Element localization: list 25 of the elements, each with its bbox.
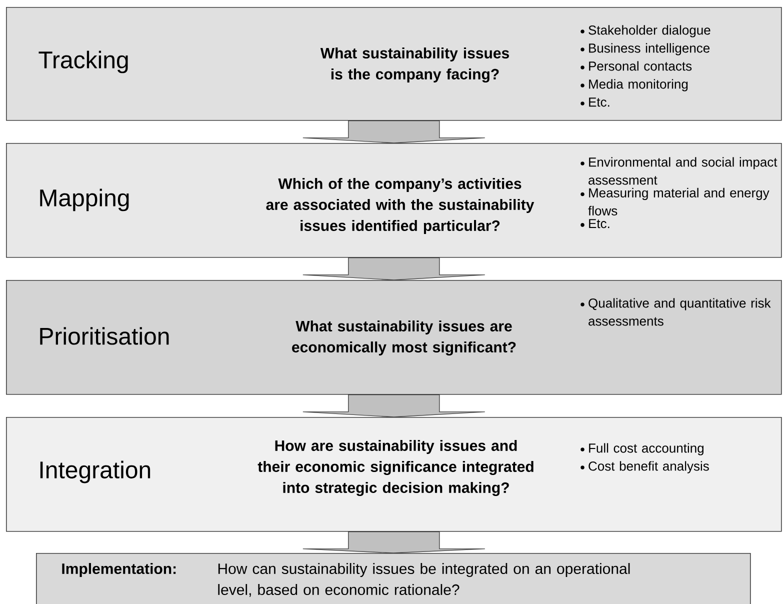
block-arrow — [302, 257, 486, 280]
implementation-label: Implementation: — [62, 563, 176, 577]
implementation-text: How can sustainability issues be integrated on an operational level, based on economic rationale? — [218, 563, 630, 597]
bullet-item: Etc. — [580, 219, 610, 228]
bullet-item: Media monitoring — [580, 79, 688, 92]
bullet-item: Business intelligence — [580, 43, 710, 56]
question-text: What sustainability issues are economically most significant? — [292, 320, 516, 356]
bullet-item: Etc. — [580, 98, 610, 107]
bullet-item: Cost benefit analysis — [580, 461, 709, 474]
bullet-item: Full cost accounting — [580, 443, 704, 456]
bullet-item: Personal contacts — [580, 61, 692, 71]
question-text: Which of the company’s activities are associated with the sustainability issues identified particular? — [266, 178, 534, 234]
stage-title: Tracking — [38, 50, 128, 74]
question-text: How are sustainability issues and their economic significance integrated into strategic decision making? — [258, 440, 534, 496]
block-arrow — [302, 394, 486, 418]
stage-title: Integration — [40, 460, 150, 484]
bullet-item: Qualitative and quantitative risk assessments — [580, 298, 771, 326]
bullet-item: Measuring material and energy flows — [580, 188, 770, 216]
bullet-item: Environmental and social impact assessment — [580, 157, 778, 185]
stage-title: Prioritisation — [40, 327, 169, 345]
question-text: What sustainability issues is the company facing? — [320, 47, 509, 83]
stage-title: Mapping — [40, 188, 129, 212]
block-arrow — [302, 120, 486, 144]
block-arrow — [302, 531, 486, 554]
bullet-item: Stakeholder dialogue — [580, 25, 710, 38]
